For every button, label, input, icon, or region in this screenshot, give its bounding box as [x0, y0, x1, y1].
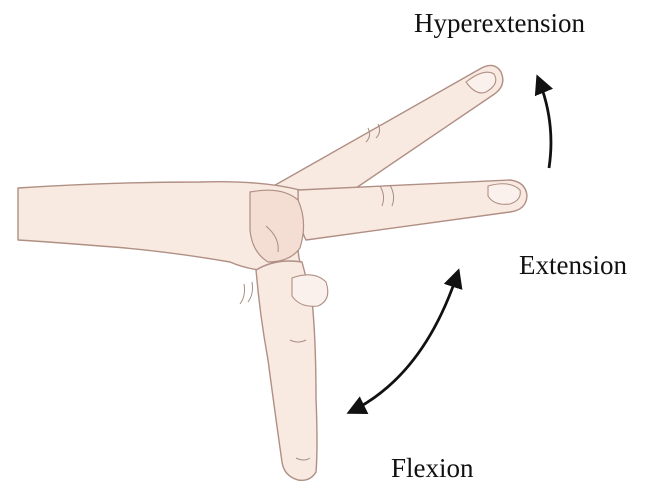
hyperextension-label: Hyperextension [414, 10, 585, 37]
flexion-label: Flexion [391, 455, 474, 482]
flexed-knuckle-crease [240, 282, 253, 304]
extended-fingernail [488, 184, 520, 205]
flexed-fingernail [292, 275, 328, 306]
flexion-extension-arrow [350, 272, 458, 412]
knuckle [250, 190, 304, 262]
extension-label: Extension [519, 252, 627, 279]
hyperextension-arrow [538, 78, 551, 168]
